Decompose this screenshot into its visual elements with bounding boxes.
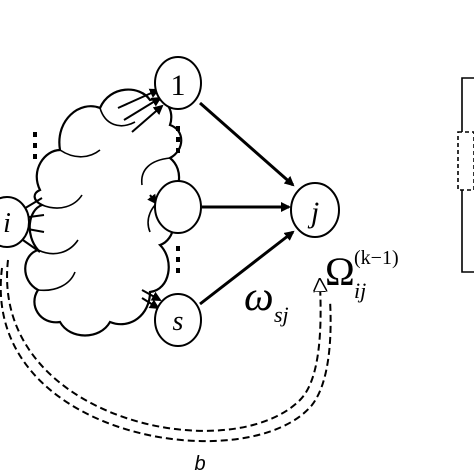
node-ellipsis-lower <box>176 246 180 273</box>
node-middle <box>154 180 202 234</box>
figure-caption: b <box>194 453 205 474</box>
intermediate-to-target-arrows <box>199 101 295 306</box>
omega-subscript: ij <box>354 278 366 303</box>
adjacent-figure-fragment <box>457 77 474 273</box>
node-1-label: 1 <box>171 69 186 102</box>
node-j: j <box>290 182 340 238</box>
path-cloud <box>24 88 183 337</box>
weight-label: ω sj <box>244 274 289 327</box>
cloud-to-node-1-arrows <box>117 88 164 133</box>
cloud-ellipsis-dots <box>33 132 37 159</box>
node-ellipsis-upper <box>176 126 180 153</box>
weight-symbol: ω <box>244 274 274 320</box>
node-1: 1 <box>154 56 202 110</box>
node-i: i <box>0 196 30 248</box>
node-s: s <box>154 293 202 347</box>
omega-superscript: (k−1) <box>354 247 399 269</box>
omega-symbol: Ω <box>325 249 355 294</box>
node-j-label: j <box>307 196 319 229</box>
cloud-to-node-s-arrows <box>141 289 162 310</box>
dashed-feedback-arcs <box>0 259 332 443</box>
weight-subscript: sj <box>274 302 289 327</box>
omega-label: Ω ij (k−1) <box>325 247 399 303</box>
node-s-label: s <box>173 306 184 337</box>
node-i-label: i <box>3 208 11 239</box>
